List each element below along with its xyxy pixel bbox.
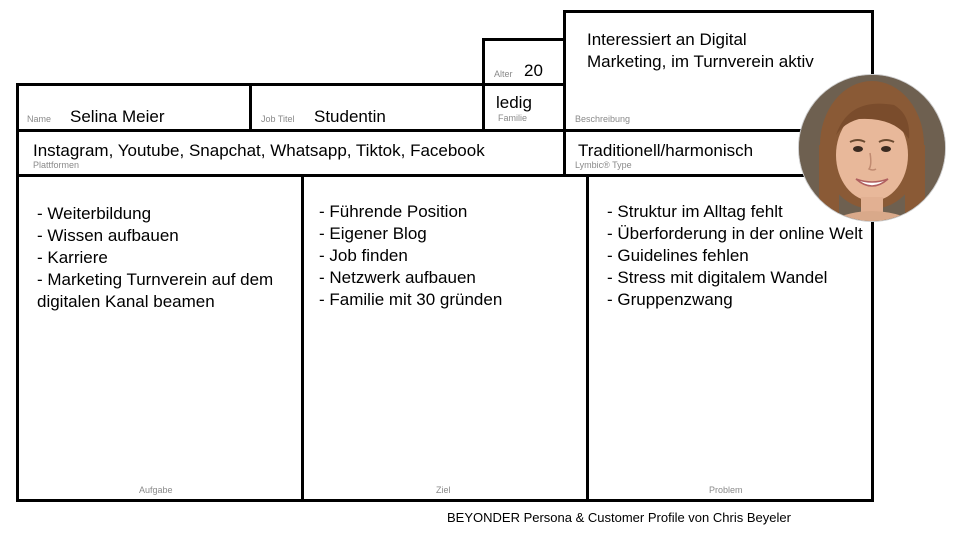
footer-credit: BEYONDER Persona & Customer Profile von … [447,510,791,525]
job-value: Studentin [314,107,386,126]
tasks-box: - Weiterbildung - Wissen aufbauen - Karr… [16,174,304,502]
job-box: Job Titel Studentin [249,83,485,132]
age-label: Alter [494,69,513,79]
platforms-label: Plattformen [33,160,80,170]
list-item: - Familie mit 30 gründen [319,290,503,309]
list-item: - Guidelines fehlen [607,246,749,265]
list-item: - Führende Position [319,202,468,221]
list-item: - Eigener Blog [319,224,427,243]
name-value: Selina Meier [70,107,165,126]
person-photo-icon [799,75,945,221]
list-item: - Marketing Turnverein auf dem digitalen… [37,270,274,311]
list-item: - Gruppenzwang [607,290,733,309]
tasks-list: - Weiterbildung - Wissen aufbauen - Karr… [37,203,293,313]
list-item: - Job finden [319,246,408,265]
family-box: ledig Familie [482,83,566,132]
list-item: - Überforderung in der online Welt [607,224,863,243]
list-item: - Struktur im Alltag fehlt [607,202,783,221]
description-line-2: Marketing, im Turnverein aktiv [587,52,814,71]
goals-box: - Führende Position - Eigener Blog - Job… [301,174,589,502]
list-item: - Weiterbildung [37,204,152,223]
goals-list: - Führende Position - Eigener Blog - Job… [319,201,579,311]
lymbic-value: Traditionell/harmonisch [578,141,754,160]
description-box: Interessiert an Digital Marketing, im Tu… [563,10,874,132]
age-box: Alter 20 [482,38,566,86]
goals-label: Ziel [436,485,451,495]
job-label: Job Titel [261,114,295,124]
name-label: Name [27,114,52,124]
description-label: Beschreibung [575,114,631,124]
list-item: - Wissen aufbauen [37,226,179,245]
age-value: 20 [524,61,543,80]
family-value: ledig [496,93,532,112]
problems-label: Problem [709,485,743,495]
platforms-box: Instagram, Youtube, Snapchat, Whatsapp, … [16,129,566,177]
problems-box: - Struktur im Alltag fehlt - Überforderu… [586,174,874,502]
list-item: - Karriere [37,248,108,267]
description-line-1: Interessiert an Digital [587,30,747,49]
persona-avatar [798,74,946,222]
platforms-value: Instagram, Youtube, Snapchat, Whatsapp, … [33,141,485,160]
lymbic-label: Lymbic® Type [575,160,632,170]
tasks-label: Aufgabe [139,485,173,495]
problems-list: - Struktur im Alltag fehlt - Überforderu… [607,201,865,311]
name-box: Name Selina Meier [16,83,252,132]
list-item: - Netzwerk aufbauen [319,268,476,287]
family-label: Familie [498,113,528,123]
list-item: - Stress mit digitalem Wandel [607,268,828,287]
